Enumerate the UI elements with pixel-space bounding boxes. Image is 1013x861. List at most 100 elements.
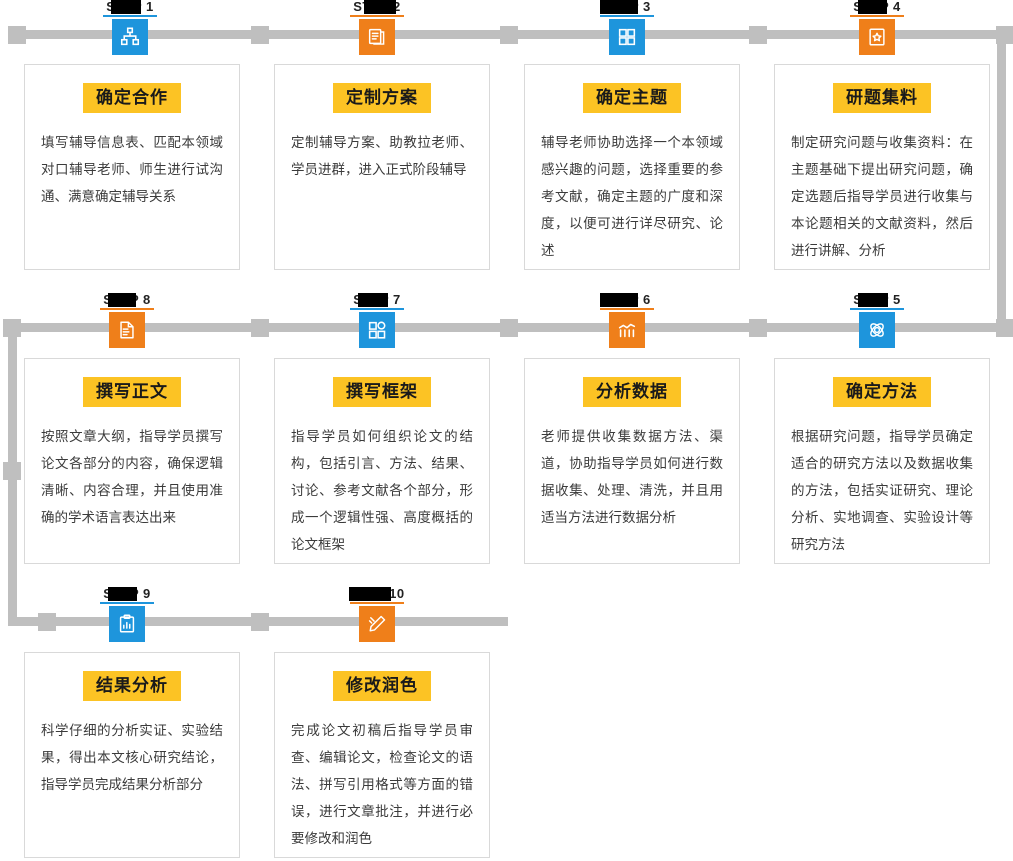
step-label-4: STEP 4 bbox=[850, 0, 904, 17]
step-card-1[interactable]: 确定合作 填写辅导信息表、匹配本领域对口辅导老师、师生进行试沟通、满意确定辅导关… bbox=[24, 64, 240, 270]
grid-shapes-icon bbox=[368, 321, 386, 339]
step-marker-6[interactable]: STEP 6 bbox=[547, 291, 707, 348]
step-icon-tile-9[interactable] bbox=[109, 606, 145, 642]
step-icon-tile-4[interactable] bbox=[859, 19, 895, 55]
rail-node bbox=[38, 613, 56, 631]
step-card-8[interactable]: 撰写正文 按照文章大纲，指导学员撰写论文各部分的内容，确保逻辑清晰、内容合理，并… bbox=[24, 358, 240, 564]
redaction-bar bbox=[358, 293, 388, 307]
book-star-icon bbox=[869, 28, 885, 46]
step-label-5: STEP 5 bbox=[850, 292, 904, 310]
document-edit-icon bbox=[120, 321, 134, 339]
card-title-wrap: 确定主题 bbox=[541, 83, 723, 113]
rail-node bbox=[3, 319, 21, 337]
redaction-bar bbox=[858, 0, 887, 14]
step-marker-10[interactable]: STEP 10 bbox=[297, 585, 457, 642]
step-card-2[interactable]: 定制方案 定制辅导方案、助教拉老师、学员进群，进入正式阶段辅导 bbox=[274, 64, 490, 270]
step-icon-tile-7[interactable] bbox=[359, 312, 395, 348]
card-title-wrap: 分析数据 bbox=[541, 377, 723, 407]
step-marker-1[interactable]: STEP 1 bbox=[50, 0, 210, 55]
step-label-10: STEP 10 bbox=[349, 586, 404, 604]
rail-node bbox=[251, 613, 269, 631]
step-card-7[interactable]: 撰写框架 指导学员如何组织论文的结构，包括引言、方法、结果、讨论、参考文献各个部… bbox=[274, 358, 490, 564]
step-icon-tile-6[interactable] bbox=[609, 312, 645, 348]
redaction-bar bbox=[111, 0, 141, 14]
rail-node bbox=[749, 26, 767, 44]
card-body: 老师提供收集数据方法、渠道，协助指导学员如何进行数据收集、处理、清洗，并且用适当… bbox=[541, 429, 723, 525]
rail-node bbox=[749, 319, 767, 337]
card-title: 结果分析 bbox=[83, 671, 181, 701]
redaction-bar bbox=[858, 293, 888, 307]
card-title-wrap: 确定方法 bbox=[791, 377, 973, 407]
redaction-bar bbox=[600, 0, 638, 14]
rail-node bbox=[8, 26, 26, 44]
step-icon-tile-2[interactable] bbox=[359, 19, 395, 55]
step-card-10[interactable]: 修改润色 完成论文初稿后指导学员审查、编辑论文，检查论文的语法、拼写引用格式等方… bbox=[274, 652, 490, 858]
card-title-wrap: 撰写正文 bbox=[41, 377, 223, 407]
redaction-bar bbox=[108, 293, 136, 307]
redaction-bar bbox=[108, 587, 137, 601]
card-body: 根据研究问题，指导学员确定适合的研究方法以及数据收集的方法，包括实证研究、理论分… bbox=[791, 429, 973, 552]
step-marker-3[interactable]: STEP 3 bbox=[547, 0, 707, 55]
step-card-4[interactable]: 研题集料 制定研究问题与收集资料：在主题基础下提出研究问题，确定选题后指导学员进… bbox=[774, 64, 990, 270]
redaction-bar bbox=[600, 293, 638, 307]
card-body: 按照文章大纲，指导学员撰写论文各部分的内容，确保逻辑清晰、内容合理，并且使用准确… bbox=[41, 429, 223, 525]
documents-icon bbox=[368, 28, 385, 45]
card-title: 分析数据 bbox=[583, 377, 681, 407]
rail-node bbox=[500, 26, 518, 44]
step-underline bbox=[600, 308, 654, 310]
card-title-wrap: 撰写框架 bbox=[291, 377, 473, 407]
card-title: 确定主题 bbox=[583, 83, 681, 113]
step-underline bbox=[100, 308, 154, 310]
step-label-2: STEP 2 bbox=[350, 0, 404, 17]
step-underline bbox=[100, 602, 154, 604]
step-label-8: STEP 8 bbox=[100, 292, 154, 310]
step-marker-9[interactable]: STEP 9 bbox=[47, 585, 207, 642]
step-underline bbox=[103, 15, 157, 17]
step-card-6[interactable]: 分析数据 老师提供收集数据方法、渠道，协助指导学员如何进行数据收集、处理、清洗，… bbox=[524, 358, 740, 564]
rail-node bbox=[251, 319, 269, 337]
step-underline bbox=[850, 15, 904, 17]
pencil-edit-icon bbox=[368, 615, 386, 632]
rail-right-connector bbox=[997, 30, 1006, 328]
step-underline bbox=[349, 602, 404, 604]
step-underline bbox=[350, 308, 404, 310]
step-label-9: STEP 9 bbox=[100, 586, 154, 604]
step-underline bbox=[850, 308, 904, 310]
step-marker-7[interactable]: STEP 7 bbox=[297, 291, 457, 348]
rail-node bbox=[500, 319, 518, 337]
card-title: 撰写正文 bbox=[83, 377, 181, 407]
card-title: 撰写框架 bbox=[333, 377, 431, 407]
rail-node bbox=[3, 462, 21, 480]
card-body: 填写辅导信息表、匹配本领域对口辅导老师、师生进行试沟通、满意确定辅导关系 bbox=[41, 135, 223, 204]
sitemap-icon bbox=[120, 27, 140, 46]
step-marker-2[interactable]: STEP 2 bbox=[297, 0, 457, 55]
redaction-bar bbox=[349, 587, 392, 601]
step-card-3[interactable]: 确定主题 辅导老师协助选择一个本领域感兴趣的问题，选择重要的参考文献，确定主题的… bbox=[524, 64, 740, 270]
bar-chart-icon bbox=[618, 323, 636, 338]
clipboard-chart-icon bbox=[119, 614, 135, 633]
step-marker-8[interactable]: STEP 8 bbox=[47, 291, 207, 348]
card-title: 定制方案 bbox=[333, 83, 431, 113]
step-marker-4[interactable]: STEP 4 bbox=[797, 0, 957, 55]
step-card-5[interactable]: 确定方法 根据研究问题，指导学员确定适合的研究方法以及数据收集的方法，包括实证研… bbox=[774, 358, 990, 564]
step-underline bbox=[600, 15, 654, 17]
step-label-3: STEP 3 bbox=[600, 0, 654, 17]
card-body: 指导学员如何组织论文的结构，包括引言、方法、结果、讨论、参考文献各个部分，形成一… bbox=[291, 429, 473, 552]
card-title: 修改润色 bbox=[333, 671, 431, 701]
step-icon-tile-8[interactable] bbox=[109, 312, 145, 348]
step-card-9[interactable]: 结果分析 科学仔细的分析实证、实验结果，得出本文核心研究结论，指导学员完成结果分… bbox=[24, 652, 240, 858]
step-icon-tile-5[interactable] bbox=[859, 312, 895, 348]
step-icon-tile-3[interactable] bbox=[609, 19, 645, 55]
card-title: 研题集料 bbox=[833, 83, 931, 113]
step-icon-tile-1[interactable] bbox=[112, 19, 148, 55]
step-marker-5[interactable]: STEP 5 bbox=[797, 291, 957, 348]
atom-icon bbox=[870, 323, 884, 337]
card-body: 定制辅导方案、助教拉老师、学员进群，进入正式阶段辅导 bbox=[291, 135, 473, 177]
grid-four-icon bbox=[618, 28, 636, 46]
step-label-1: STEP 1 bbox=[103, 0, 157, 17]
step-icon-tile-10[interactable] bbox=[359, 606, 395, 642]
card-body: 科学仔细的分析实证、实验结果，得出本文核心研究结论，指导学员完成结果分析部分 bbox=[41, 723, 223, 792]
step-label-6: STEP 6 bbox=[600, 292, 654, 310]
card-title: 确定方法 bbox=[833, 377, 931, 407]
